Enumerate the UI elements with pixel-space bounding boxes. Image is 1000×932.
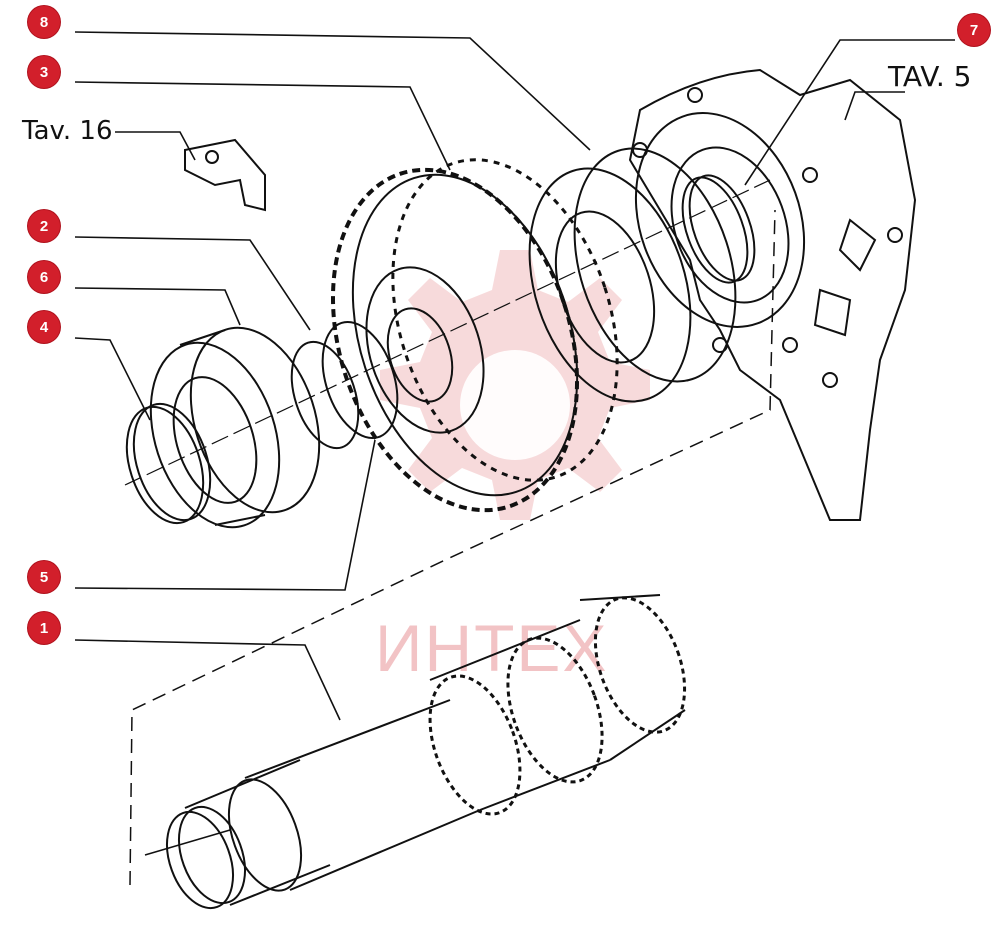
reference-tav-16: Tav. 16	[22, 116, 113, 146]
assembly-axis	[129, 209, 776, 886]
snap-ring-4	[125, 402, 212, 525]
reference-tav-5: TAV. 5	[888, 60, 972, 93]
callout-3[interactable]: 3	[28, 56, 60, 88]
ring-2	[290, 320, 399, 450]
callout-4[interactable]: 4	[28, 311, 60, 343]
callout-7[interactable]: 7	[958, 14, 990, 46]
callout-2[interactable]: 2	[28, 210, 60, 242]
bracket-part	[184, 138, 266, 212]
callout-6[interactable]: 6	[28, 261, 60, 293]
callout-1[interactable]: 1	[28, 612, 60, 644]
shaft-1	[144, 594, 687, 910]
center-axis	[124, 179, 771, 486]
snap-ring-7	[681, 174, 756, 284]
gearbox-housing	[628, 68, 917, 521]
bearing-6	[149, 326, 321, 529]
gear-3	[330, 158, 619, 513]
callout-8[interactable]: 8	[28, 6, 60, 38]
bearing-8	[528, 147, 737, 403]
callout-5[interactable]: 5	[28, 561, 60, 593]
watermark-text: ИНТЕХ	[375, 611, 609, 685]
leader-lines	[74, 31, 955, 721]
